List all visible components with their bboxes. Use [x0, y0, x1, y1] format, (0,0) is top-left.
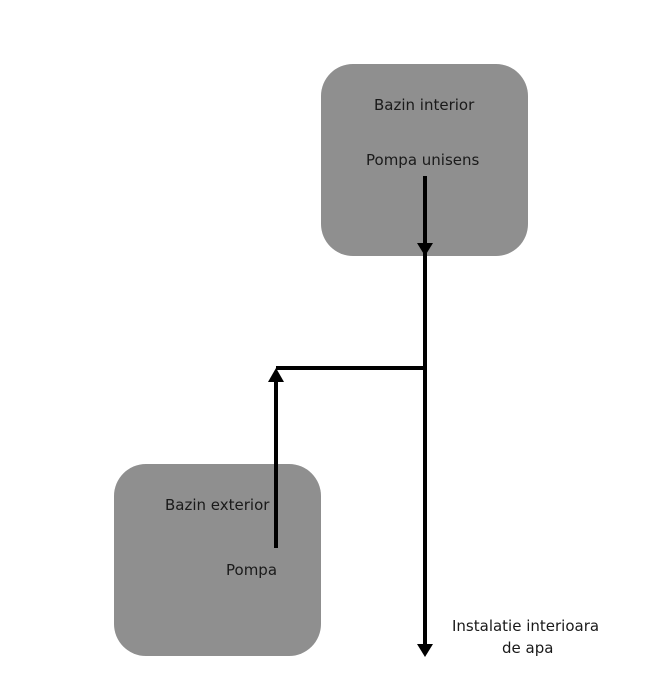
pompa-unisens-label: Pompa unisens — [366, 151, 480, 169]
instalatie-label-line2: de apa — [502, 639, 554, 657]
arrowhead-down-terminal — [417, 644, 433, 657]
pompa-label: Pompa — [226, 561, 278, 579]
instalatie-label-line1: Instalatie interioara — [452, 617, 600, 635]
arrowhead-down-box — [417, 243, 433, 256]
arrowhead-up-junction — [268, 368, 284, 382]
bazin-exterior-box — [114, 464, 321, 656]
bazin-exterior-label: Bazin exterior — [165, 496, 270, 514]
bazin-interior-label: Bazin interior — [374, 96, 475, 114]
